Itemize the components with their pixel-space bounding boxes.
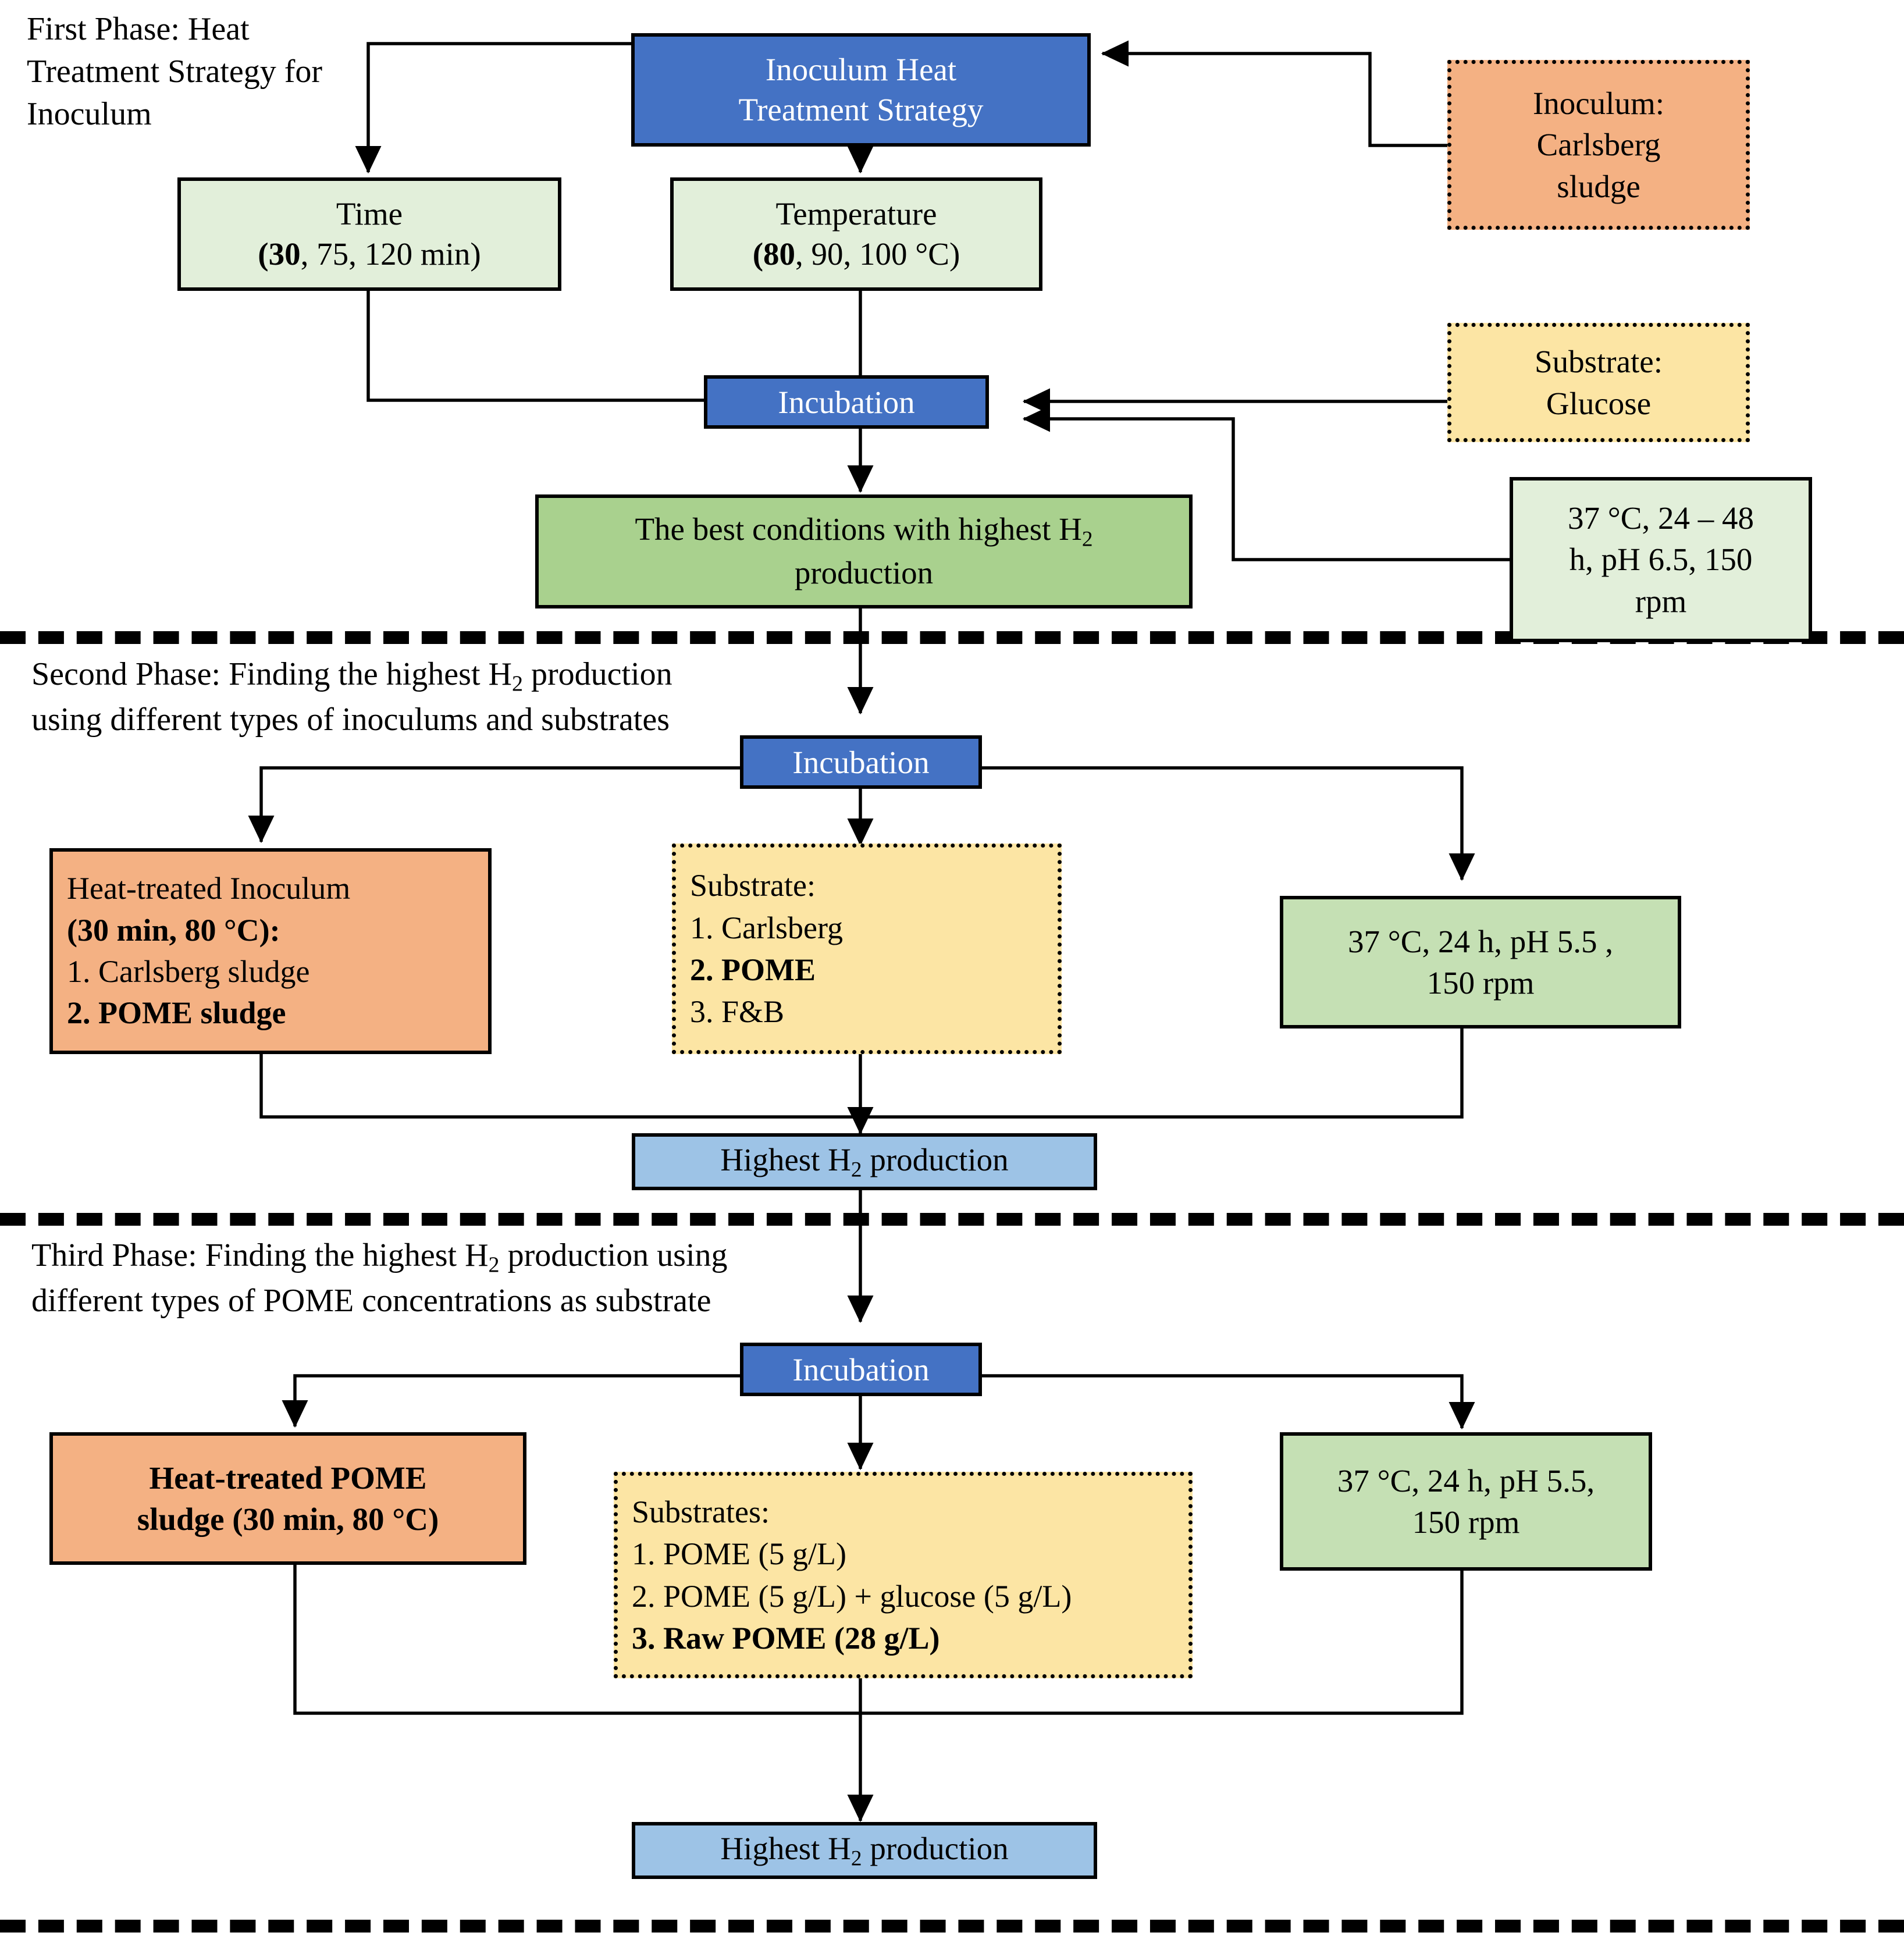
phase3-caption-line1: Third Phase: Finding the highest H2 [31,1237,500,1277]
p2-inoculum-line4: 2. POME sludge [67,995,286,1031]
temperature-values: (80, 90, 100 °C) [674,234,1039,275]
substrate-glucose-box[interactable]: Substrate: Glucose [1447,323,1750,442]
p3-substrate-line2: 1. POME (5 g/L) [632,1536,846,1572]
phase1-caption: First Phase: Heat Treatment Strategy for… [27,8,353,135]
phase2-caption-line1: Second Phase: Finding the highest H2 [31,656,523,696]
best-conditions-line1: The best conditions with highest H2 [635,511,1093,551]
time-rest-values: , 75, 120 min) [300,236,481,272]
highest-h2-production-box-phase2[interactable]: Highest H2 production [632,1133,1097,1190]
heat-treated-inoculum-box-phase2[interactable]: Heat-treated Inoculum (30 min, 80 °C): 1… [49,848,492,1054]
phase3-caption: Third Phase: Finding the highest H2 prod… [31,1234,764,1322]
p2-substrate-line3: 2. POME [690,952,816,987]
substrates-list-box-phase3[interactable]: Substrates: 1. POME (5 g/L) 2. POME (5 g… [614,1472,1193,1678]
phase3-caption-line2: production using different types of POME [31,1237,728,1319]
p2-substrate-line2: 1. Carlsberg [690,910,843,945]
incubation-box-phase3[interactable]: Incubation [740,1343,982,1396]
substrate-line2: Glucose [1546,385,1652,421]
p2-result-label: Highest H2 production [720,1141,1009,1182]
phase2-caption-line3: inoculums and substrates [341,702,670,738]
time-parameter-box[interactable]: Time (30, 75, 120 min) [177,177,561,291]
p2-inoculum-line1: Heat-treated Inoculum [67,871,351,906]
p2-inoculum-line3: 1. Carlsberg sludge [67,954,310,989]
p3-substrate-line3: 2. POME (5 g/L) + glucose (5 g/L) [632,1578,1072,1614]
strategy-line2: Treatment Strategy [738,91,984,127]
highest-h2-production-box-phase3[interactable]: Highest H2 production [632,1822,1097,1879]
temperature-label: Temperature [775,195,937,232]
phase1-conditions-box[interactable]: 37 °C, 24 – 48 h, pH 6.5, 150 rpm [1510,477,1812,642]
phase1-cond-line3: rpm [1635,583,1687,619]
phase2-caption: Second Phase: Finding the highest H2 pro… [31,653,683,741]
substrate-line1: Substrate: [1535,344,1663,379]
temperature-bold-value: (80 [752,236,796,272]
phase2-conditions-box[interactable]: 37 °C, 24 h, pH 5.5 , 150 rpm [1280,896,1681,1028]
phase3-caption-line3: concentrations as substrate [362,1283,711,1319]
p3-cond-line1: 37 °C, 24 h, pH 5.5, [1337,1462,1595,1499]
inoculum-line2: Carlsberg [1536,127,1661,163]
phase2-caption-line2: production using different types of [31,656,672,738]
p3-result-label: Highest H2 production [720,1830,1009,1871]
best-conditions-line2: production [794,555,934,591]
temperature-rest-values: , 90, 100 °C) [795,236,960,272]
p3-cond-line2: 150 rpm [1412,1504,1520,1540]
inoculum-carlsberg-sludge-box[interactable]: Inoculum: Carlsberg sludge [1447,60,1750,230]
phase-divider-3 [0,1920,1904,1933]
phase1-cond-line1: 37 °C, 24 – 48 [1568,500,1754,536]
phase-divider-1 [0,631,1904,644]
p3-substrate-line4: 3. Raw POME (28 g/L) [632,1620,940,1656]
temperature-parameter-box[interactable]: Temperature (80, 90, 100 °C) [670,177,1042,291]
p3-inoculum-line1: Heat-treated POME [149,1460,427,1496]
p2-cond-line1: 37 °C, 24 h, pH 5.5 , [1348,923,1613,959]
substrate-list-box-phase2[interactable]: Substrate: 1. Carlsberg 2. POME 3. F&B [672,844,1062,1054]
incubation-label-phase1: Incubation [778,384,915,420]
best-conditions-box[interactable]: The best conditions with highest H2 prod… [535,494,1193,608]
p2-substrate-line1: Substrate: [690,868,816,903]
strategy-line1: Inoculum Heat [765,51,957,87]
phase1-caption-line2: Treatment Strategy [27,53,276,90]
incubation-box-phase1[interactable]: Incubation [704,375,989,429]
incubation-label-phase3: Incubation [792,1351,930,1387]
incubation-box-phase2[interactable]: Incubation [740,735,982,789]
inoculum-line3: sludge [1557,168,1640,204]
phase1-caption-line1: First Phase: Heat [27,11,250,47]
phase3-conditions-box[interactable]: 37 °C, 24 h, pH 5.5, 150 rpm [1280,1432,1652,1571]
inoculum-heat-treatment-strategy-box[interactable]: Inoculum Heat Treatment Strategy [631,33,1091,147]
p3-substrate-line1: Substrates: [632,1494,770,1529]
p3-inoculum-line2: sludge (30 min, 80 °C) [137,1501,439,1537]
p2-inoculum-line2: (30 min, 80 °C): [67,912,280,948]
phase1-caption-line3: for Inoculum [27,53,323,132]
time-label: Time [336,195,403,232]
phase1-cond-line2: h, pH 6.5, 150 [1569,542,1753,578]
time-bold-value: (30 [258,236,301,272]
heat-treated-pome-sludge-box[interactable]: Heat-treated POME sludge (30 min, 80 °C) [49,1432,526,1565]
p2-substrate-line4: 3. F&B [690,994,785,1030]
p2-cond-line2: 150 rpm [1426,965,1535,1001]
time-values: (30, 75, 120 min) [181,234,558,275]
incubation-label-phase2: Incubation [792,744,930,780]
phase-divider-2 [0,1213,1904,1226]
inoculum-line1: Inoculum: [1532,85,1665,121]
